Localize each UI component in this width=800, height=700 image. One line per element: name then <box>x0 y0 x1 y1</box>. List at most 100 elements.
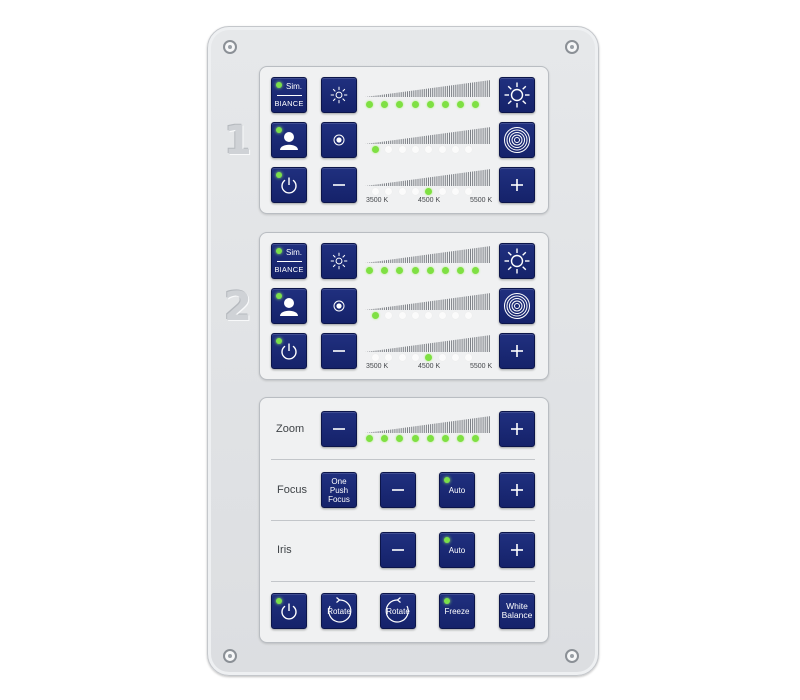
m1-power-led <box>276 172 282 178</box>
minus-icon <box>331 177 347 193</box>
power-icon <box>279 175 299 195</box>
zoom-scale <box>365 416 491 433</box>
led-indicator <box>411 146 419 153</box>
m1-simulation-button[interactable]: Sim. BIANCE <box>271 77 307 113</box>
m2-simulation-led <box>276 248 282 254</box>
minus-icon <box>331 421 347 437</box>
led-indicator <box>372 188 379 195</box>
iris-auto-label: Auto <box>448 545 466 555</box>
led-indicator <box>411 354 419 361</box>
zoom-in-button[interactable] <box>499 411 535 447</box>
m2-intensity-up-button[interactable] <box>499 243 535 279</box>
led-indicator <box>372 354 379 361</box>
sun-large-icon <box>502 246 532 276</box>
led-indicator <box>398 146 406 153</box>
m1-field-small-button[interactable] <box>321 122 357 158</box>
led-indicator <box>381 435 389 442</box>
m1-intensity-scale <box>365 80 491 97</box>
iris-close-button[interactable] <box>380 532 416 568</box>
zoom-out-button[interactable] <box>321 411 357 447</box>
sun-small-icon <box>328 250 350 272</box>
m2-field-scale <box>365 293 491 310</box>
m2-sim-bottom-label: BIANCE <box>274 265 304 274</box>
m1-temp-label-mid: 4500 K <box>418 197 441 204</box>
m1-field-large-button[interactable] <box>499 122 535 158</box>
m1-field-scale <box>365 127 491 144</box>
led-indicator <box>385 354 393 361</box>
camera-divider-3 <box>271 581 535 582</box>
led-indicator <box>451 354 459 361</box>
m2-field-large-button[interactable] <box>499 288 535 324</box>
focus-auto-button[interactable]: Auto <box>439 472 475 508</box>
led-indicator <box>425 312 433 319</box>
focus-label: Focus <box>277 484 307 496</box>
rotate-left-button[interactable]: Rotate <box>321 593 357 629</box>
minus-icon <box>390 482 406 498</box>
led-indicator <box>385 146 393 153</box>
white-balance-line-2: Balance <box>501 610 533 620</box>
focus-auto-led <box>444 477 450 483</box>
camera-power-led <box>276 598 282 604</box>
iris-auto-button[interactable]: Auto <box>439 532 475 568</box>
power-icon <box>279 341 299 361</box>
camera-power-button[interactable] <box>271 593 307 629</box>
m1-temp-up-button[interactable] <box>499 167 535 203</box>
led-indicator <box>425 188 433 195</box>
m2-user-led <box>276 293 282 299</box>
m1-user-led <box>276 127 282 133</box>
led-indicator <box>438 312 446 319</box>
one-push-line-3: Focus <box>328 494 350 504</box>
led-indicator <box>411 312 419 319</box>
screw-bottom-right <box>565 649 579 663</box>
rotate-right-label: Rotate <box>386 606 410 616</box>
led-indicator <box>396 435 404 442</box>
iris-open-button[interactable] <box>499 532 535 568</box>
m2-field-small-button[interactable] <box>321 288 357 324</box>
module-2-number: 2 <box>224 284 252 330</box>
led-indicator <box>366 101 373 108</box>
m2-temp-up-button[interactable] <box>499 333 535 369</box>
white-balance-button[interactable]: White Balance <box>499 593 535 629</box>
rotate-right-button[interactable]: Rotate <box>380 593 416 629</box>
power-icon <box>279 601 299 621</box>
led-indicator <box>381 267 389 274</box>
m1-temp-down-button[interactable] <box>321 167 357 203</box>
iris-label: Iris <box>277 544 292 556</box>
one-push-focus-button[interactable]: One Push Focus <box>321 472 357 508</box>
m2-user-button[interactable] <box>271 288 307 324</box>
m2-intensity-scale <box>365 246 491 263</box>
freeze-led <box>444 598 450 604</box>
led-indicator <box>465 312 473 319</box>
focus-far-button[interactable] <box>499 472 535 508</box>
led-indicator <box>398 188 406 195</box>
m2-power-button[interactable] <box>271 333 307 369</box>
spot-small-icon <box>330 297 348 315</box>
m2-intensity-down-button[interactable] <box>321 243 357 279</box>
person-icon <box>278 295 300 317</box>
focus-near-button[interactable] <box>380 472 416 508</box>
m2-temp-label-low: 3500 K <box>366 363 389 370</box>
led-indicator <box>451 188 459 195</box>
m1-power-button[interactable] <box>271 167 307 203</box>
rotate-ccw-icon <box>328 597 352 623</box>
m1-intensity-down-button[interactable] <box>321 77 357 113</box>
m1-simulation-led <box>276 82 282 88</box>
m2-temp-down-button[interactable] <box>321 333 357 369</box>
one-push-line-2: Push <box>329 485 349 495</box>
led-indicator <box>426 101 434 108</box>
m2-temp-label-high: 5500 K <box>470 363 493 370</box>
m2-simulation-button[interactable]: Sim. BIANCE <box>271 243 307 279</box>
m1-intensity-up-button[interactable] <box>499 77 535 113</box>
led-indicator <box>442 267 449 274</box>
led-indicator <box>465 354 473 361</box>
led-indicator <box>425 146 433 153</box>
led-indicator <box>472 267 480 274</box>
rotate-left-label: Rotate <box>327 606 351 616</box>
led-indicator <box>465 146 473 153</box>
plus-icon <box>509 421 525 437</box>
led-indicator <box>457 267 465 274</box>
freeze-button[interactable]: Freeze <box>439 593 475 629</box>
m1-user-button[interactable] <box>271 122 307 158</box>
m1-temp-label-low: 3500 K <box>366 197 389 204</box>
led-indicator <box>438 146 446 153</box>
